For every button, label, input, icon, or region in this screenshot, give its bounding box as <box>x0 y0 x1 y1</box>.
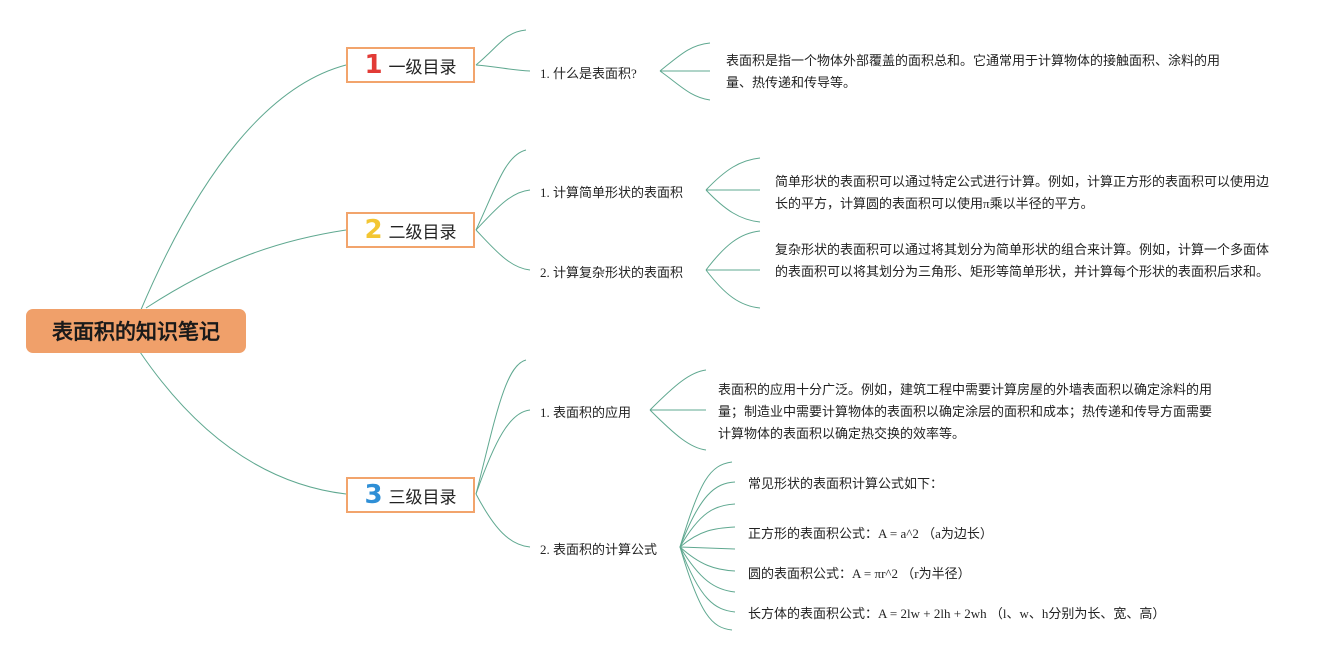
level-3-node[interactable]: 3 三级目录 <box>346 477 475 513</box>
level-1-label: 一级目录 <box>388 57 457 78</box>
root-topic[interactable]: 表面积的知识笔记 <box>26 309 246 353</box>
level-2-number: 2 <box>364 215 383 245</box>
desc-applications: 表面积的应用十分广泛。例如，建筑工程中需要计算房屋的外墙表面积以确定涂料的用量；… <box>718 382 1213 441</box>
formula-square: 正方形的表面积公式：A = a^2 （a为边长） <box>748 526 993 541</box>
formula-cuboid: 长方体的表面积公式：A = 2lw + 2lh + 2wh （l、w、h分别为长… <box>748 606 1166 621</box>
branch-what-is-surface-area[interactable]: 1. 什么是表面积? <box>540 66 637 81</box>
level-3-number: 3 <box>364 480 383 510</box>
desc-what-is-surface-area: 表面积是指一个物体外部覆盖的面积总和。它通常用于计算物体的接触面积、涂料的用量、… <box>726 53 1221 90</box>
level-2-node[interactable]: 2 二级目录 <box>346 212 475 248</box>
desc-simple-shapes: 简单形状的表面积可以通过特定公式进行计算。例如，计算正方形的表面积可以使用边长的… <box>775 174 1270 211</box>
level-3-label: 三级目录 <box>388 487 457 508</box>
branch-formulas[interactable]: 2. 表面积的计算公式 <box>540 542 658 557</box>
formula-intro: 常见形状的表面积计算公式如下： <box>748 476 944 491</box>
level-1-number: 1 <box>364 50 383 80</box>
desc-complex-shapes: 复杂形状的表面积可以通过将其划分为简单形状的组合来计算。例如，计算一个多面体的表… <box>775 242 1270 279</box>
formula-circle: 圆的表面积公式：A = πr^2 （r为半径） <box>748 566 971 581</box>
level-1-node[interactable]: 1 一级目录 <box>346 47 475 83</box>
branch-complex-shapes[interactable]: 2. 计算复杂形状的表面积 <box>540 265 684 280</box>
level-2-label: 二级目录 <box>388 222 457 243</box>
branch-simple-shapes[interactable]: 1. 计算简单形状的表面积 <box>540 185 684 200</box>
branch-applications[interactable]: 1. 表面积的应用 <box>540 405 632 420</box>
root-title: 表面积的知识笔记 <box>52 320 220 344</box>
